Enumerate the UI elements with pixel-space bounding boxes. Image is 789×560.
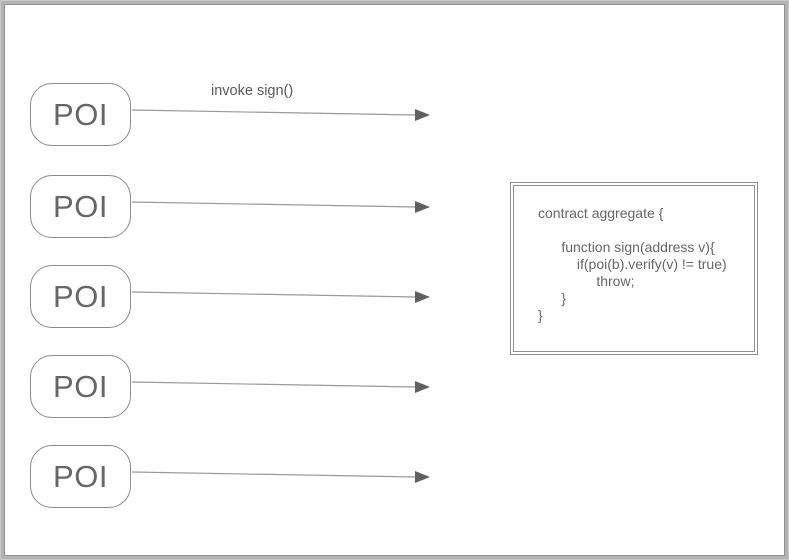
contract-code-box-inner: contract aggregate { function sign(addre… bbox=[513, 185, 755, 352]
arrowhead-icon bbox=[415, 201, 430, 213]
poi-node-2: POI bbox=[30, 175, 131, 238]
code-line: contract aggregate { bbox=[538, 205, 664, 221]
poi-node-label: POI bbox=[53, 278, 108, 314]
poi-node-label: POI bbox=[53, 188, 108, 224]
arrow-label-invoke-sign: invoke sign() bbox=[211, 83, 294, 99]
contract-code-box: contract aggregate { function sign(addre… bbox=[510, 182, 758, 355]
arrow-line bbox=[131, 291, 417, 298]
code-line: throw; bbox=[538, 273, 635, 289]
flow-arrow-3 bbox=[131, 291, 430, 303]
code-line: } bbox=[538, 290, 567, 306]
flow-arrow-2 bbox=[131, 201, 430, 213]
poi-node-5: POI bbox=[30, 445, 131, 508]
arrow-line bbox=[131, 471, 417, 478]
poi-node-label: POI bbox=[53, 368, 108, 404]
arrow-line bbox=[131, 109, 417, 116]
arrowhead-icon bbox=[415, 109, 430, 121]
code-line bbox=[538, 222, 750, 239]
arrowhead-icon bbox=[415, 381, 430, 393]
flow-arrow-1 bbox=[131, 109, 430, 121]
arrowhead-icon bbox=[415, 471, 430, 483]
poi-node-4: POI bbox=[30, 355, 131, 418]
poi-node-1: POI bbox=[30, 83, 131, 146]
code-line: } bbox=[538, 307, 543, 323]
flow-arrow-5 bbox=[131, 471, 430, 483]
poi-node-3: POI bbox=[30, 265, 131, 328]
code-line: function sign(address v){ bbox=[538, 239, 715, 255]
poi-node-label: POI bbox=[53, 458, 108, 494]
arrow-line bbox=[131, 381, 417, 388]
code-line: if(poi(b).verify(v) != true) bbox=[538, 256, 727, 272]
flow-arrow-4 bbox=[131, 381, 430, 393]
poi-node-label: POI bbox=[53, 96, 108, 132]
arrowhead-icon bbox=[415, 291, 430, 303]
arrow-line bbox=[131, 201, 417, 208]
